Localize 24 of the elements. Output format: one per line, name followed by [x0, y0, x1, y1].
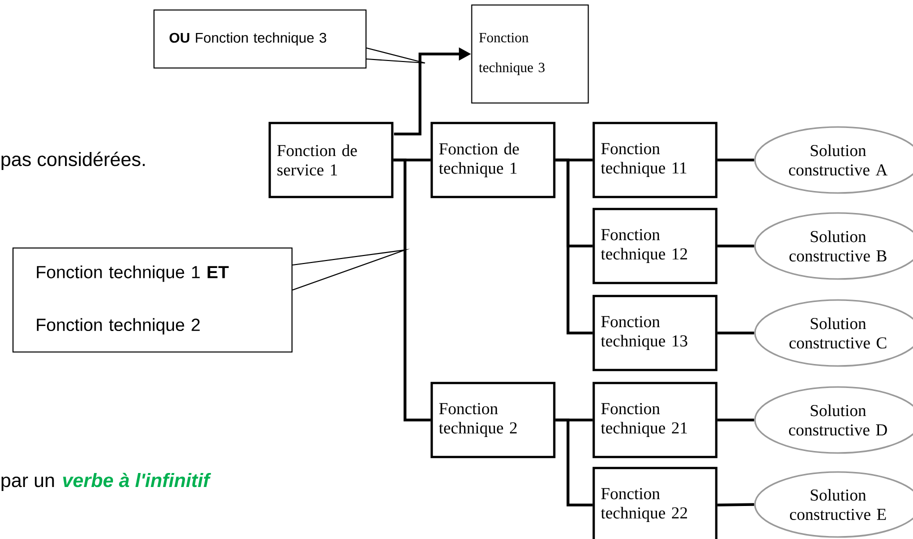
connector-line: [393, 158, 431, 422]
text-fragment: par un: [2, 476, 54, 491]
function-box: Fonction technique 22: [592, 466, 718, 539]
connector-line: [717, 244, 754, 248]
leader-line: [292, 248, 410, 290]
connector-line: [717, 158, 754, 162]
function-box: Fonction technique 13: [592, 294, 718, 372]
function-box: Fonction de technique 1: [430, 122, 556, 198]
text-fragment: pas considérées.: [2, 152, 145, 170]
emphasized-text: verbe à l'infinitif: [63, 472, 212, 488]
callout-box: OU Fonction technique 3: [153, 9, 367, 69]
callout-box: Fonction technique 1 ET Fonction technique 2: [12, 247, 293, 353]
function-box: Fonction technique 21: [592, 382, 718, 458]
connector-line: [717, 332, 754, 334]
function-box: Fonction de service 1: [268, 122, 394, 198]
function-box: Fonction technique 2: [430, 382, 556, 458]
function-box: Fonction technique 3: [471, 4, 589, 104]
connector-line: [555, 158, 593, 334]
connector-line: [717, 503, 754, 506]
connector-line: [555, 418, 593, 506]
function-box: Fonction technique 11: [592, 122, 718, 198]
function-box: Fonction technique 12: [592, 208, 718, 284]
connector-line: [717, 418, 754, 422]
leader-line: [366, 47, 426, 64]
